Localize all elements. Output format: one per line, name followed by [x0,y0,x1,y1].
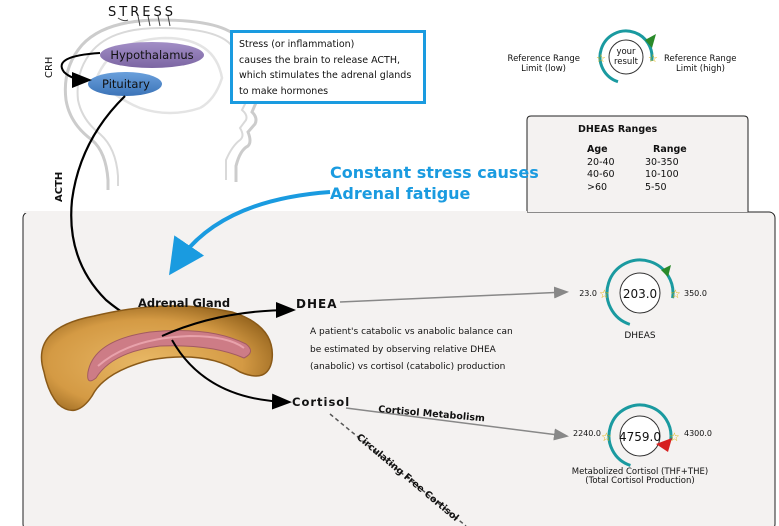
explanation-line2: be estimated by observing relative DHEA [310,345,497,355]
cortisol-gauge-name-line1: Metabolized Cortisol (THF+THE) [572,467,708,477]
cortisol-arrow [171,339,292,410]
col-age-header: Age [587,144,608,155]
table-row: >60 5-50 [587,182,713,195]
circulating-dashed-line [329,413,467,526]
cortisol-low-value: 2240.0 [573,429,601,438]
callout-line2: Adrenal fatigue [330,184,471,203]
callout-arrow [169,190,331,276]
ref-low-line1: Reference Range [508,54,580,64]
age-cell: 40-60 [587,169,615,180]
age-cell: 20-40 [587,156,615,168]
table-row: 20-40 30-350 [587,157,713,170]
crh-label: CRH [44,57,55,78]
acth-label: ACTH [54,172,65,202]
info-line-3: which stimulates the adrenal glands [239,70,412,81]
info-line-1: Stress (or inflammation) [239,39,355,50]
cortisol-high-value: 4300.0 [684,429,712,438]
dheas-star-low-icon: ☆ [599,287,610,301]
ref-high-line1: Reference Range [664,54,736,64]
dhea-arrow [161,302,296,337]
callout-line1: Constant stress causes [330,163,539,182]
explanation-line3: (anabolic) vs cortisol (catabolic) produ… [310,362,505,372]
col-range-header: Range [653,144,687,155]
dheas-gauge: ☆ ☆ 23.0 350.0 203.0 DHEAS [579,258,707,341]
legend-gauge: ☆ ☆ your result Reference Range Limit (l… [508,29,736,85]
crh-arrow [60,52,101,88]
ref-high-line2: Limit (high) [676,64,725,74]
range-cell: 30-350 [645,156,679,168]
dheas-ranges-table: Age Range 20-40 30-350 40-60 10-100 >60 … [587,144,713,194]
range-cell: 10-100 [645,169,679,180]
pituitary-shape [88,72,162,96]
adrenal-gland-label: Adrenal Gland [138,296,230,310]
dhea-label: DHEA [296,297,338,311]
cortisol-star-high-icon: ☆ [669,430,680,444]
info-line-4: to make hormones [239,85,329,97]
info-line-2: causes the brain to release ACTH, [239,54,401,66]
result-label: result [614,57,639,67]
info-box: Stress (or inflammation) causes the brai… [230,30,426,104]
legend-star-low-icon: ☆ [596,52,606,65]
stress-marks [117,15,171,27]
cortisol-result-value: 4759.0 [619,430,661,444]
legend-star-high-icon: ☆ [648,52,658,65]
age-cell: >60 [587,181,608,193]
dheas-ranges-title: DHEAS Ranges [578,124,658,135]
adrenal-gland [40,305,274,412]
hypothalamus-shape [100,42,204,68]
ranges-panel [526,115,749,212]
gland-inner [87,330,251,382]
dheas-marker-icon [661,265,671,277]
cortisol-to-gauge-arrow [345,407,569,441]
explanation-line1: A patient's catabolic vs anabolic balanc… [310,327,513,337]
dheas-low-value: 23.0 [579,289,597,298]
head-outline [63,18,260,190]
cortisol-star-low-icon: ☆ [601,430,612,444]
dheas-result-value: 203.0 [623,287,657,301]
dheas-high-value: 350.0 [684,289,707,298]
dhea-to-gauge-arrow [339,286,569,303]
cortisol-marker-icon [656,438,672,452]
hypothalamus-label: Hypothalamus [110,48,193,62]
cortisol-gauge-name-line2: (Total Cortisol Production) [585,476,694,486]
cortisol-label: Cortisol [292,395,350,409]
range-cell: 5-50 [645,181,667,193]
dheas-star-high-icon: ☆ [670,287,681,301]
cortisol-gauge: ☆ ☆ 2240.0 4300.0 4759.0 Metabolized Cor… [572,403,712,486]
your-label: your [616,47,636,57]
stress-label: STRESS [108,5,176,20]
dheas-gauge-name: DHEAS [624,331,656,341]
pituitary-label: Pituitary [102,77,150,91]
legend-marker-icon [645,34,656,48]
table-row: 40-60 10-100 [587,169,713,182]
ref-low-line2: Limit (low) [521,64,566,74]
